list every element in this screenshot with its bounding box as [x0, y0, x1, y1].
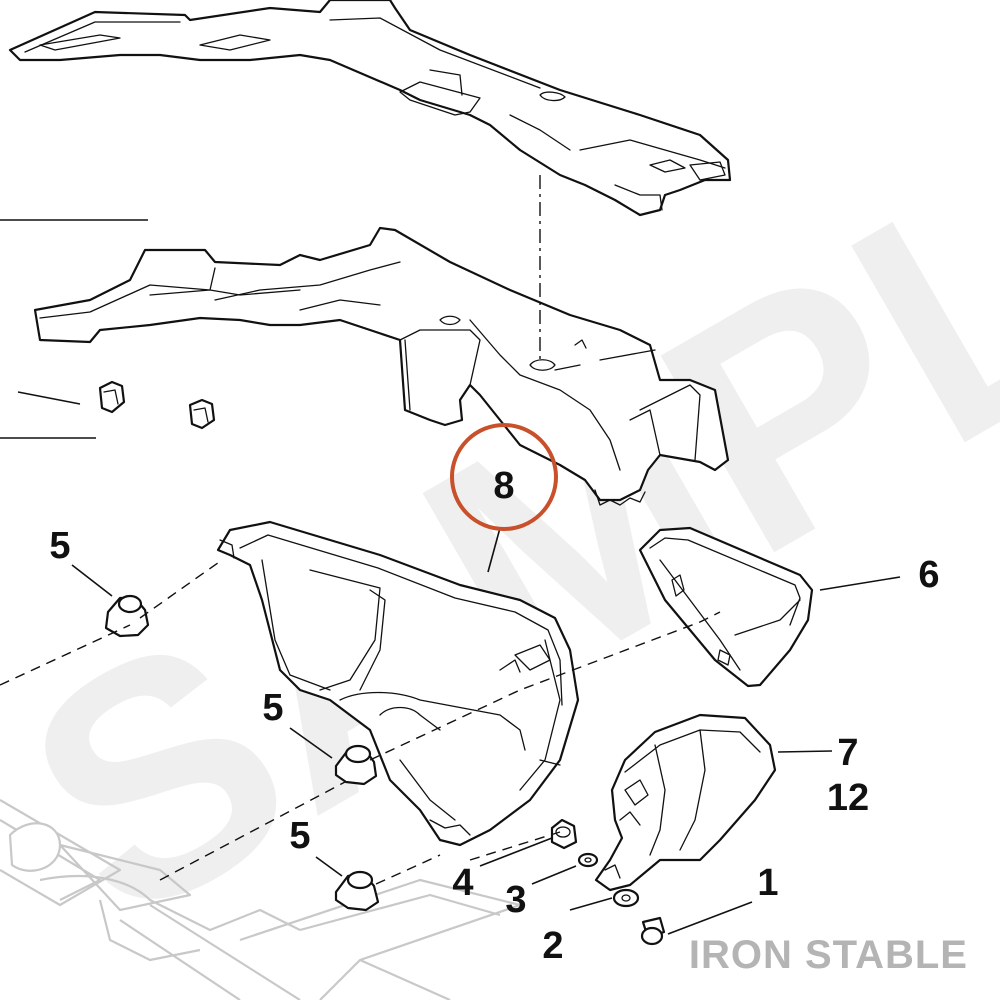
callout-7: 7 [837, 732, 858, 774]
callout-1: 1 [757, 862, 778, 904]
small-clips [98, 380, 216, 430]
part-1-bolt [640, 916, 666, 946]
callout-5-lower: 5 [289, 815, 310, 857]
part-2-washer [612, 888, 640, 908]
callout-2: 2 [542, 925, 563, 967]
part-5-grommets [104, 594, 380, 912]
callout-6: 6 [918, 554, 939, 596]
offscreen-leaders [0, 219, 148, 439]
callout-8: 8 [493, 465, 514, 507]
callout-4: 4 [452, 862, 473, 904]
upper-console-bracket [8, 0, 732, 217]
part-8-shroud [216, 520, 580, 847]
part-3-washer [577, 852, 599, 868]
part-7-side-cover [594, 713, 777, 892]
callout-5-upper: 5 [49, 525, 70, 567]
leader-lines [71, 527, 901, 935]
grommet-upper [104, 594, 150, 638]
callout-3: 3 [505, 879, 526, 921]
middle-console-bracket [33, 226, 730, 506]
grommet-lower [334, 870, 380, 912]
background-frame [0, 799, 522, 1000]
assembly-lines [0, 559, 721, 885]
hardware [550, 818, 666, 946]
highlight-circle [450, 423, 558, 531]
grommet-middle [334, 744, 378, 786]
brand-logo-text: IRON STABLE [689, 933, 968, 977]
callout-labels: 8 5 5 5 6 7 12 1 4 3 2 [49, 465, 939, 967]
part-4-nut [550, 818, 578, 850]
callout-5-middle: 5 [262, 687, 283, 729]
callout-12: 12 [827, 777, 869, 819]
